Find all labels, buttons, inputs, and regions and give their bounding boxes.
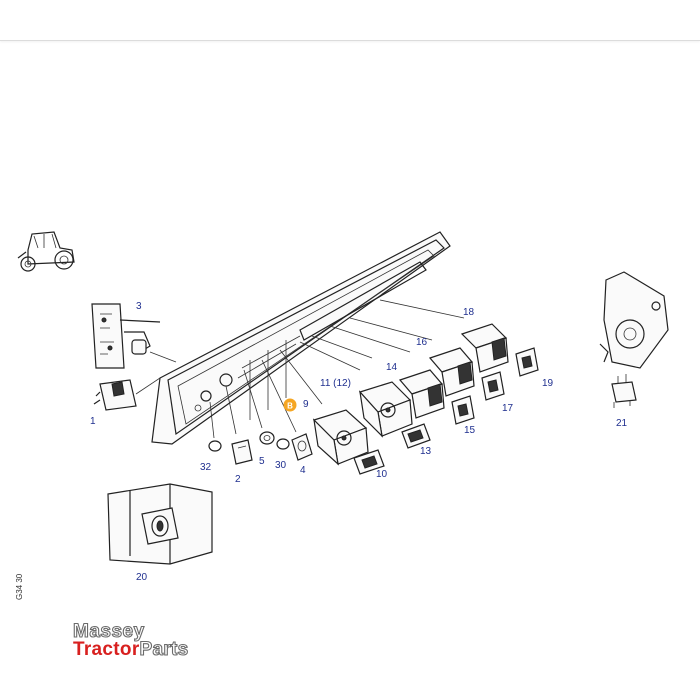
part-13-bezel	[401, 423, 431, 449]
drawing-code: G34 30	[15, 573, 24, 600]
part-20-bracket	[107, 483, 213, 565]
part-16-rocker-switch	[428, 347, 475, 397]
callout-30: 30	[275, 460, 287, 471]
callout-14: 14	[386, 362, 398, 373]
part-21-side-bracket	[599, 271, 669, 369]
part-19-bezel	[515, 347, 539, 377]
marker-b	[283, 398, 297, 412]
part-18-rocker-switch	[460, 323, 509, 373]
callout-2: 2	[235, 474, 241, 485]
knob-parts	[208, 431, 313, 465]
part-3-circuit-board	[91, 303, 161, 369]
part-14-rocker-switch	[398, 369, 445, 419]
part-21-switch	[611, 374, 637, 408]
massey-tractor-parts-logo: Massey TractorParts	[72, 620, 189, 660]
marker-b-letter: B	[287, 402, 293, 411]
callout-18: 18	[463, 307, 475, 318]
logo-line-1: Massey	[73, 621, 145, 642]
part-9-rotary-switch	[312, 409, 369, 466]
tractor-icon	[17, 231, 75, 272]
top-bar	[0, 0, 700, 41]
callout-17: 17	[502, 403, 514, 414]
logo-line-2: TractorParts	[73, 639, 189, 660]
callout-9: 9	[303, 399, 309, 410]
part-17-bezel	[481, 371, 505, 401]
part-11-switch	[358, 381, 413, 438]
callout-16: 16	[416, 337, 428, 348]
part-10-bezel	[353, 449, 385, 475]
part-1-toggle-switch	[93, 379, 137, 411]
callout-19: 19	[542, 378, 554, 389]
part-15-bezel	[451, 395, 475, 425]
leader-lines	[135, 299, 465, 439]
callout-1: 1	[90, 416, 96, 427]
callout-13: 13	[420, 446, 432, 457]
callout-3: 3	[136, 301, 142, 312]
callout-10: 10	[376, 469, 388, 480]
callout-5: 5	[259, 456, 265, 467]
callout-11-12: 11 (12)	[320, 378, 351, 389]
callout-4: 4	[300, 465, 306, 476]
callout-21: 21	[616, 418, 628, 429]
callout-20: 20	[136, 572, 148, 583]
callout-15: 15	[464, 425, 476, 436]
callout-32: 32	[200, 462, 212, 473]
